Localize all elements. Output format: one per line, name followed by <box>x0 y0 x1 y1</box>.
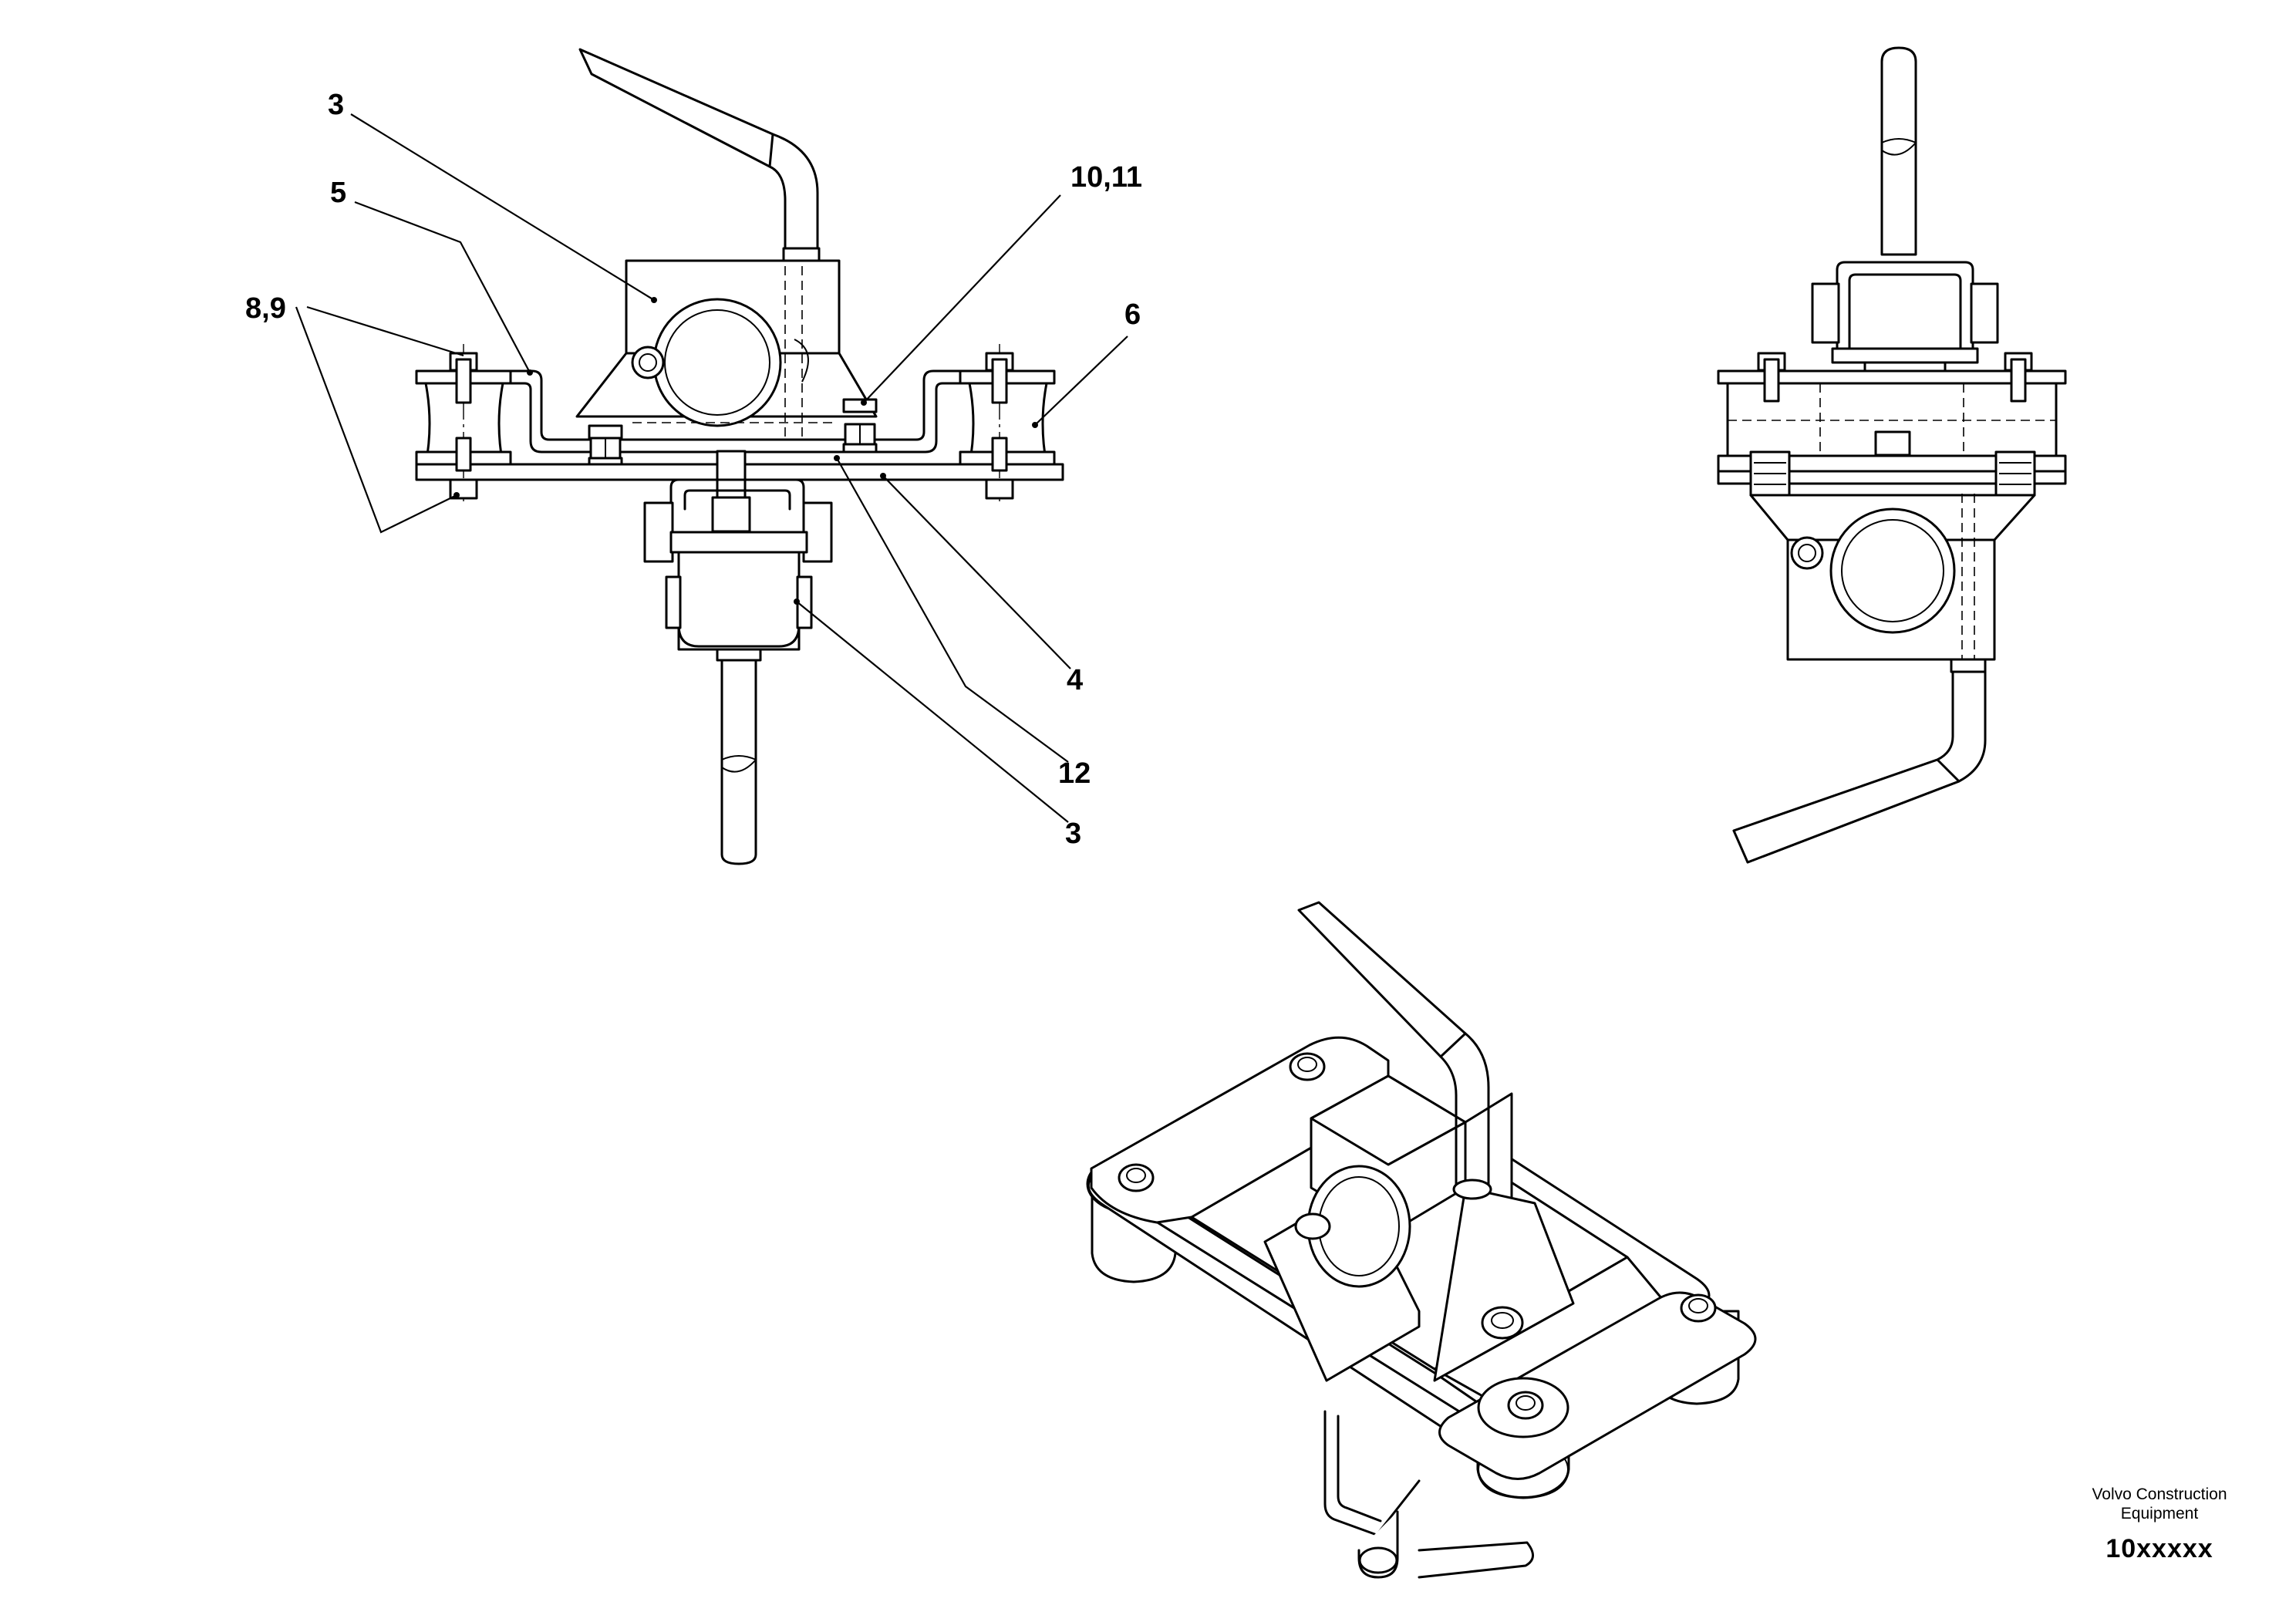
isometric-bolts <box>1118 1052 1717 1420</box>
isometric-handle <box>1297 901 1492 1200</box>
callout-labels: 3 5 8,9 10,11 6 4 12 3 <box>245 89 1142 850</box>
isometric-lower-clamp <box>1323 1410 1534 1579</box>
front-view-handle-bottom <box>720 659 757 865</box>
leader-5 <box>354 201 531 373</box>
front-view-lower-clamp <box>643 450 833 662</box>
callout-3-bottom: 3 <box>1065 818 1081 850</box>
side-view-upper-clamp <box>1811 261 1999 415</box>
leader-12 <box>836 457 1069 763</box>
side-view-handle-top <box>1880 46 1917 256</box>
company-name-line2: Equipment <box>2120 1505 2199 1523</box>
front-view-left-mount <box>415 344 512 501</box>
leader-10-11 <box>863 194 1061 403</box>
leader-3-bottom <box>796 601 1069 823</box>
callout-8-9: 8,9 <box>245 292 286 325</box>
callout-10-11: 10,11 <box>1070 161 1142 194</box>
callout-5: 5 <box>330 177 346 209</box>
front-view-clamp-body <box>575 259 878 441</box>
front-view <box>415 48 1064 865</box>
title-stamp: Volvo Construction Equipment 10xxxxx <box>2052 1485 2267 1564</box>
company-name-line1: Volvo Construction <box>2092 1485 2227 1503</box>
front-view-bolts <box>588 398 878 466</box>
callout-6: 6 <box>1124 298 1141 331</box>
isometric-clamp-body <box>1263 1074 1575 1382</box>
side-view-handle-bottom <box>1732 658 1987 864</box>
leader-lines <box>295 113 1128 823</box>
front-view-right-mount <box>959 344 1056 501</box>
callout-3-top: 3 <box>328 89 344 121</box>
isometric-view <box>1086 901 1757 1579</box>
front-view-handle-top <box>578 48 821 262</box>
drawing-code: 10xxxxx <box>2106 1534 2213 1563</box>
side-view-bolts <box>1749 352 2036 497</box>
leader-6 <box>1034 336 1128 426</box>
leader-8-9-a <box>306 305 464 357</box>
side-view-lower-clamp-body <box>1749 494 2036 661</box>
callout-4: 4 <box>1067 664 1083 696</box>
leader-3-top <box>350 113 655 301</box>
side-view <box>1717 46 2067 864</box>
leader-4 <box>882 475 1071 669</box>
callout-12: 12 <box>1058 757 1091 790</box>
leader-8-9-b <box>295 306 457 534</box>
